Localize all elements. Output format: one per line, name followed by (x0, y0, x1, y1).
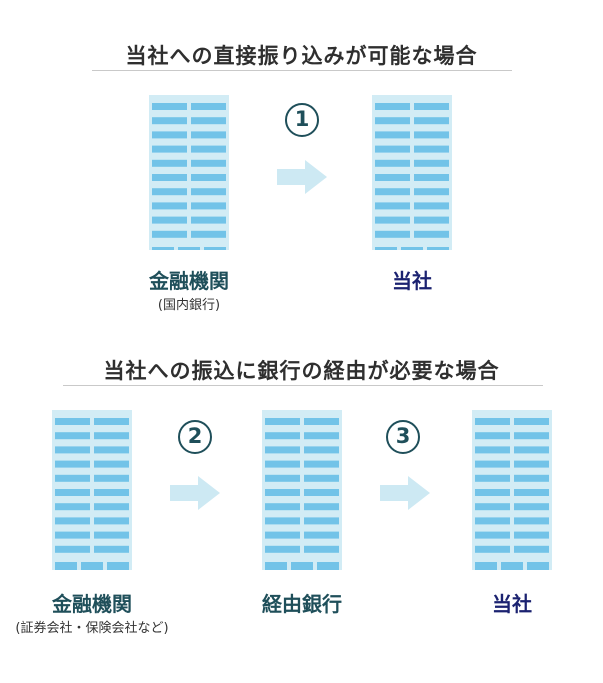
label-bank: 金融機関 (149, 269, 229, 293)
label-financial-institution: 金融機関 (52, 592, 132, 616)
building-icon-financial-institution (52, 410, 132, 570)
section2-divider (63, 385, 543, 386)
step-3-badge: 3 (386, 420, 420, 454)
arrow-right-icon (277, 160, 327, 194)
step-2-badge: 2 (178, 420, 212, 454)
arrow-right-icon (380, 476, 430, 510)
section1-divider (92, 70, 512, 71)
building-icon-bank-domestic (149, 95, 229, 250)
step-1-badge: 1 (285, 103, 319, 137)
section2-title: 当社への振込に銀行の経由が必要な場合 (103, 359, 500, 383)
building-icon-company (372, 95, 452, 250)
building-icon-company (472, 410, 552, 570)
label-company: 当社 (392, 269, 432, 293)
label-company: 当社 (492, 592, 532, 616)
section1-title: 当社への直接振り込みが可能な場合 (125, 44, 478, 68)
label-bank-sub: (国内銀行) (157, 298, 221, 313)
label-financial-institution-sub: (証券会社・保険会社など) (15, 621, 169, 636)
arrow-right-icon (170, 476, 220, 510)
building-icon-intermediary-bank (262, 410, 342, 570)
label-intermediary-bank: 経由銀行 (262, 592, 342, 616)
